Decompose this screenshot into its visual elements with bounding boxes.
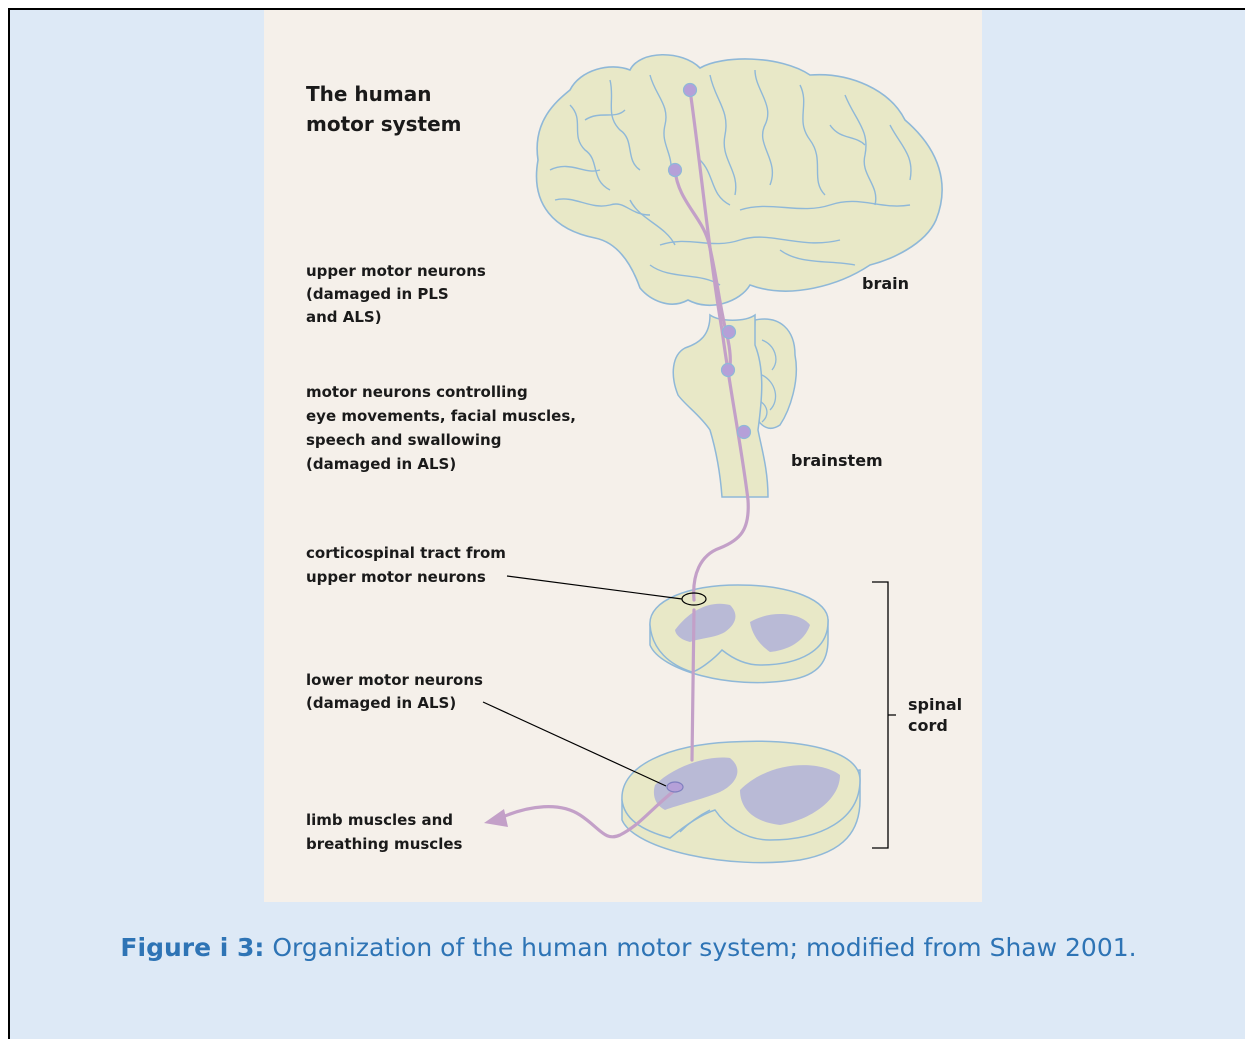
upper-motor-neuron-body xyxy=(667,162,683,178)
caption-label: Figure i 3: xyxy=(120,933,265,962)
upper-motor-neurons-label: upper motor neurons (damaged in PLS and … xyxy=(306,262,491,326)
neuron-bodies xyxy=(667,82,752,440)
limb-muscles-label: limb muscles and breathing muscles xyxy=(306,811,463,853)
spinal-cord-label: spinal cord xyxy=(908,695,968,735)
brainstem-neuron-body xyxy=(736,424,752,440)
lower-motor-neurons-label: lower motor neurons (damaged in ALS) xyxy=(306,671,488,712)
leader-lines xyxy=(482,575,683,787)
brain-drawing xyxy=(535,53,943,307)
motor-system-illustration: The human motor system upper motor neuro… xyxy=(306,53,968,864)
spinal-cord-upper-section xyxy=(649,584,829,684)
brainstem-drawing xyxy=(672,313,798,498)
brain-label: brain xyxy=(862,274,909,293)
brainstem-neuron-body xyxy=(721,324,737,340)
figure-caption: Figure i 3: Organization of the human mo… xyxy=(10,933,1245,962)
brainstem-label: brainstem xyxy=(791,451,883,470)
neuron-pathways xyxy=(498,88,750,839)
brainstem-neuron-body xyxy=(720,362,736,378)
figure-frame: The human motor system upper motor neuro… xyxy=(8,8,1245,1039)
muscle-arrowhead xyxy=(484,809,508,827)
spinal-cord-lower-section xyxy=(621,740,861,864)
brainstem-neurons-label: motor neurons controlling eye movements,… xyxy=(306,383,581,473)
upper-motor-neuron-body xyxy=(682,82,698,98)
spinal-cord-bracket xyxy=(872,581,896,849)
lower-motor-neuron-body xyxy=(666,781,684,793)
caption-text: Organization of the human motor system; … xyxy=(272,933,1137,962)
figure-title: The human motor system xyxy=(306,82,462,136)
corticospinal-tract-label: corticospinal tract from upper motor neu… xyxy=(306,544,511,586)
